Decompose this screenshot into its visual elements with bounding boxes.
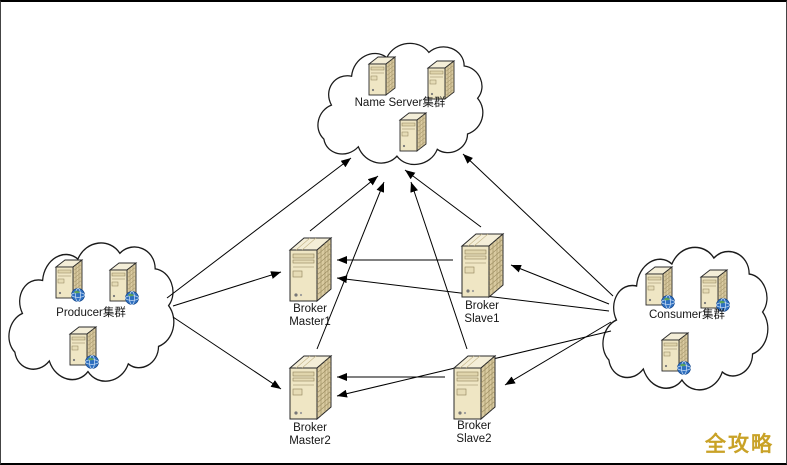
broker-master1: Broker Master1 (289, 237, 332, 328)
edge-master2-to-nameserver (316, 181, 385, 350)
producer-cluster-label: Producer集群 (56, 305, 126, 319)
broker-slave1-label-line2: Slave1 (464, 313, 499, 325)
edge-slave2-to-nameserver (410, 181, 468, 350)
server-tower-icon (461, 233, 504, 298)
server-tower-icon (289, 355, 332, 420)
watermark: 全攻略 (705, 432, 774, 456)
broker-master2-label-line1: Broker (293, 422, 327, 434)
broker-slave1-label-line1: Broker (465, 300, 499, 312)
server-globe-icon (70, 327, 99, 369)
consumer-cluster: Consumer集群 (646, 267, 730, 375)
server-globe-icon (646, 267, 675, 309)
edge-master1-to-nameserver (309, 175, 379, 232)
server-icon (427, 60, 455, 100)
server-globe-icon (662, 333, 691, 375)
broker-master1-label-line1: Broker (293, 303, 327, 315)
connection-edges (166, 153, 614, 398)
broker-slave2-label-line2: Slave2 (456, 433, 491, 445)
name-server-cluster-label: Name Server集群 (355, 95, 446, 109)
edge-consumer-to-nameserver (462, 153, 614, 297)
broker-master2-label-line2: Master2 (289, 435, 331, 447)
broker-master2: Broker Master2 (289, 355, 332, 447)
broker-slave2: Broker Slave2 (453, 355, 496, 445)
server-icon (399, 112, 427, 152)
server-globe-icon (56, 260, 85, 302)
broker-master1-label-line2: Master1 (289, 316, 331, 328)
edge-producer-to-master2 (172, 316, 282, 390)
name-server-cluster: Name Server集群 (355, 56, 455, 152)
edge-producer-to-master1 (172, 271, 282, 307)
edge-slave1-to-nameserver (404, 169, 482, 228)
server-globe-icon (110, 263, 139, 305)
server-tower-icon (289, 237, 332, 302)
consumer-cluster-label: Consumer集群 (649, 307, 726, 321)
edge-consumer-to-slave2 (504, 321, 612, 386)
edge-consumer-to-slave1 (510, 264, 610, 305)
broker-slave2-label-line1: Broker (457, 420, 491, 432)
server-tower-icon (453, 355, 496, 420)
edge-producer-to-nameserver (166, 157, 352, 299)
producer-cluster: Producer集群 (56, 260, 139, 369)
server-globe-icon (701, 270, 730, 312)
broker-slave1: Broker Slave1 (461, 233, 504, 325)
server-icon (368, 56, 396, 96)
